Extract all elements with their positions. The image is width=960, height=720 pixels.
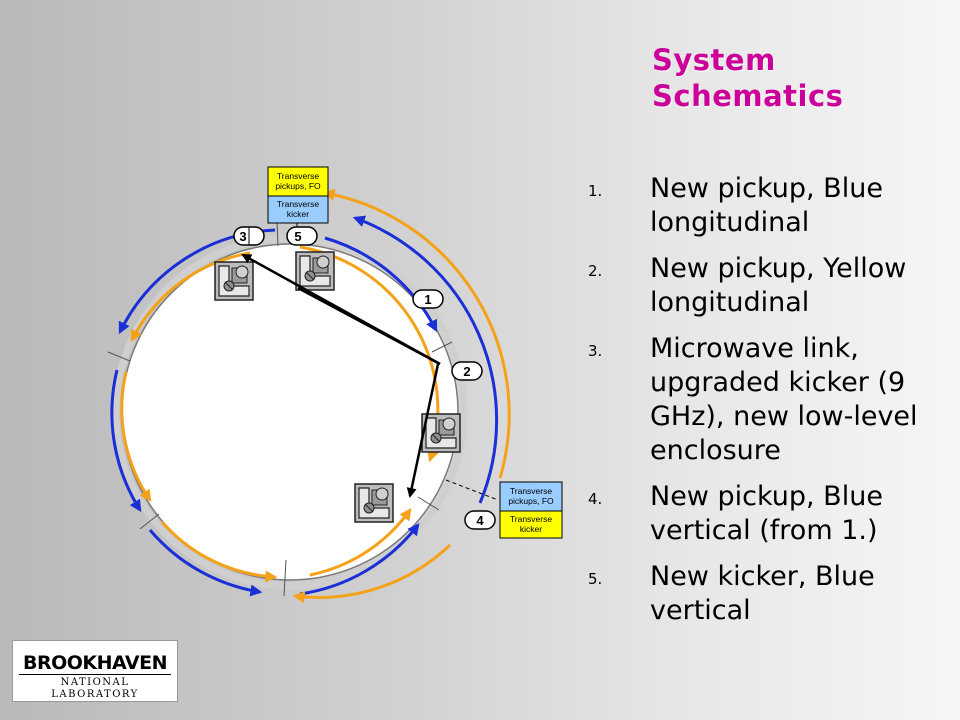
item-number: 2. [588,262,603,280]
blue-beam-arc [324,236,438,333]
logo-divider [19,674,171,675]
marker-2: 2 [451,361,483,381]
logo-main-text: BROOKHAVEN [22,652,168,674]
pickup-device-icon [295,251,335,291]
yellow-beam-arc [292,543,452,604]
yellow-beam-arc [322,188,511,479]
list-item: 5. New kicker, Blue vertical [588,560,950,628]
marker-5: 5 [286,226,318,246]
ring-tick [107,351,131,362]
box-top-lower [267,195,329,224]
marker-1: 1 [412,289,444,309]
ring-inner [121,243,459,581]
list-item: 2. New pickup, Yellow longitudinal [588,252,950,320]
ring-tick [431,341,453,353]
ring-tick [283,559,287,597]
marker-3: 3 [233,226,265,246]
ring-tick [276,221,279,247]
item-text: New kicker, Blue vertical [650,561,875,626]
dashed-leader-line [445,479,499,501]
logo-sub-text: NATIONAL LABORATORY [51,677,139,700]
box-right-lower [499,510,563,539]
item-number: 5. [588,570,603,588]
svg-text:4: 4 [476,513,484,528]
yellow-beam-arc [309,508,412,577]
blue-beam-arc [148,529,263,597]
slide-title: System Schematics [652,43,844,113]
pickup-device-icon [354,483,394,523]
item-text: Microwave link, upgraded kicker (9 GHz),… [650,333,918,466]
item-number: 1. [588,182,603,200]
signal-line [406,363,440,498]
blue-beam-arc [299,523,420,596]
yellow-beam-arc [160,521,278,583]
signal-line [241,253,441,366]
item-text: New pickup, Blue longitudinal [650,173,883,238]
box-top-upper [267,166,329,197]
yellow-beam-arc [130,251,251,343]
list-item: 1. New pickup, Blue longitudinal [588,172,950,240]
list-item: 3. Microwave link, upgraded kicker (9 GH… [588,332,950,468]
pickup-device-icon [421,413,461,453]
pickup-device-icon [214,261,254,301]
svg-text:3: 3 [239,229,246,244]
blue-beam-arc [110,369,142,513]
box-right-upper [499,481,563,512]
ring-tick [139,513,160,530]
item-text: New pickup, Yellow longitudinal [650,253,907,318]
ring-tick [417,496,440,511]
svg-text:5: 5 [294,229,301,244]
svg-text:1: 1 [424,292,431,307]
marker-4: 4 [464,510,496,530]
svg-text:2: 2 [463,364,470,379]
item-number: 4. [588,490,603,508]
items-list: 1. New pickup, Blue longitudinal 2. New … [588,172,950,640]
item-number: 3. [588,342,603,360]
brookhaven-logo: BROOKHAVEN NATIONAL LABORATORY [12,640,178,702]
blue-beam-arc [352,215,499,504]
item-text: New pickup, Blue vertical (from 1.) [650,481,883,546]
yellow-beam-arc [120,371,152,502]
list-item: 4. New pickup, Blue vertical (from 1.) [588,480,950,548]
